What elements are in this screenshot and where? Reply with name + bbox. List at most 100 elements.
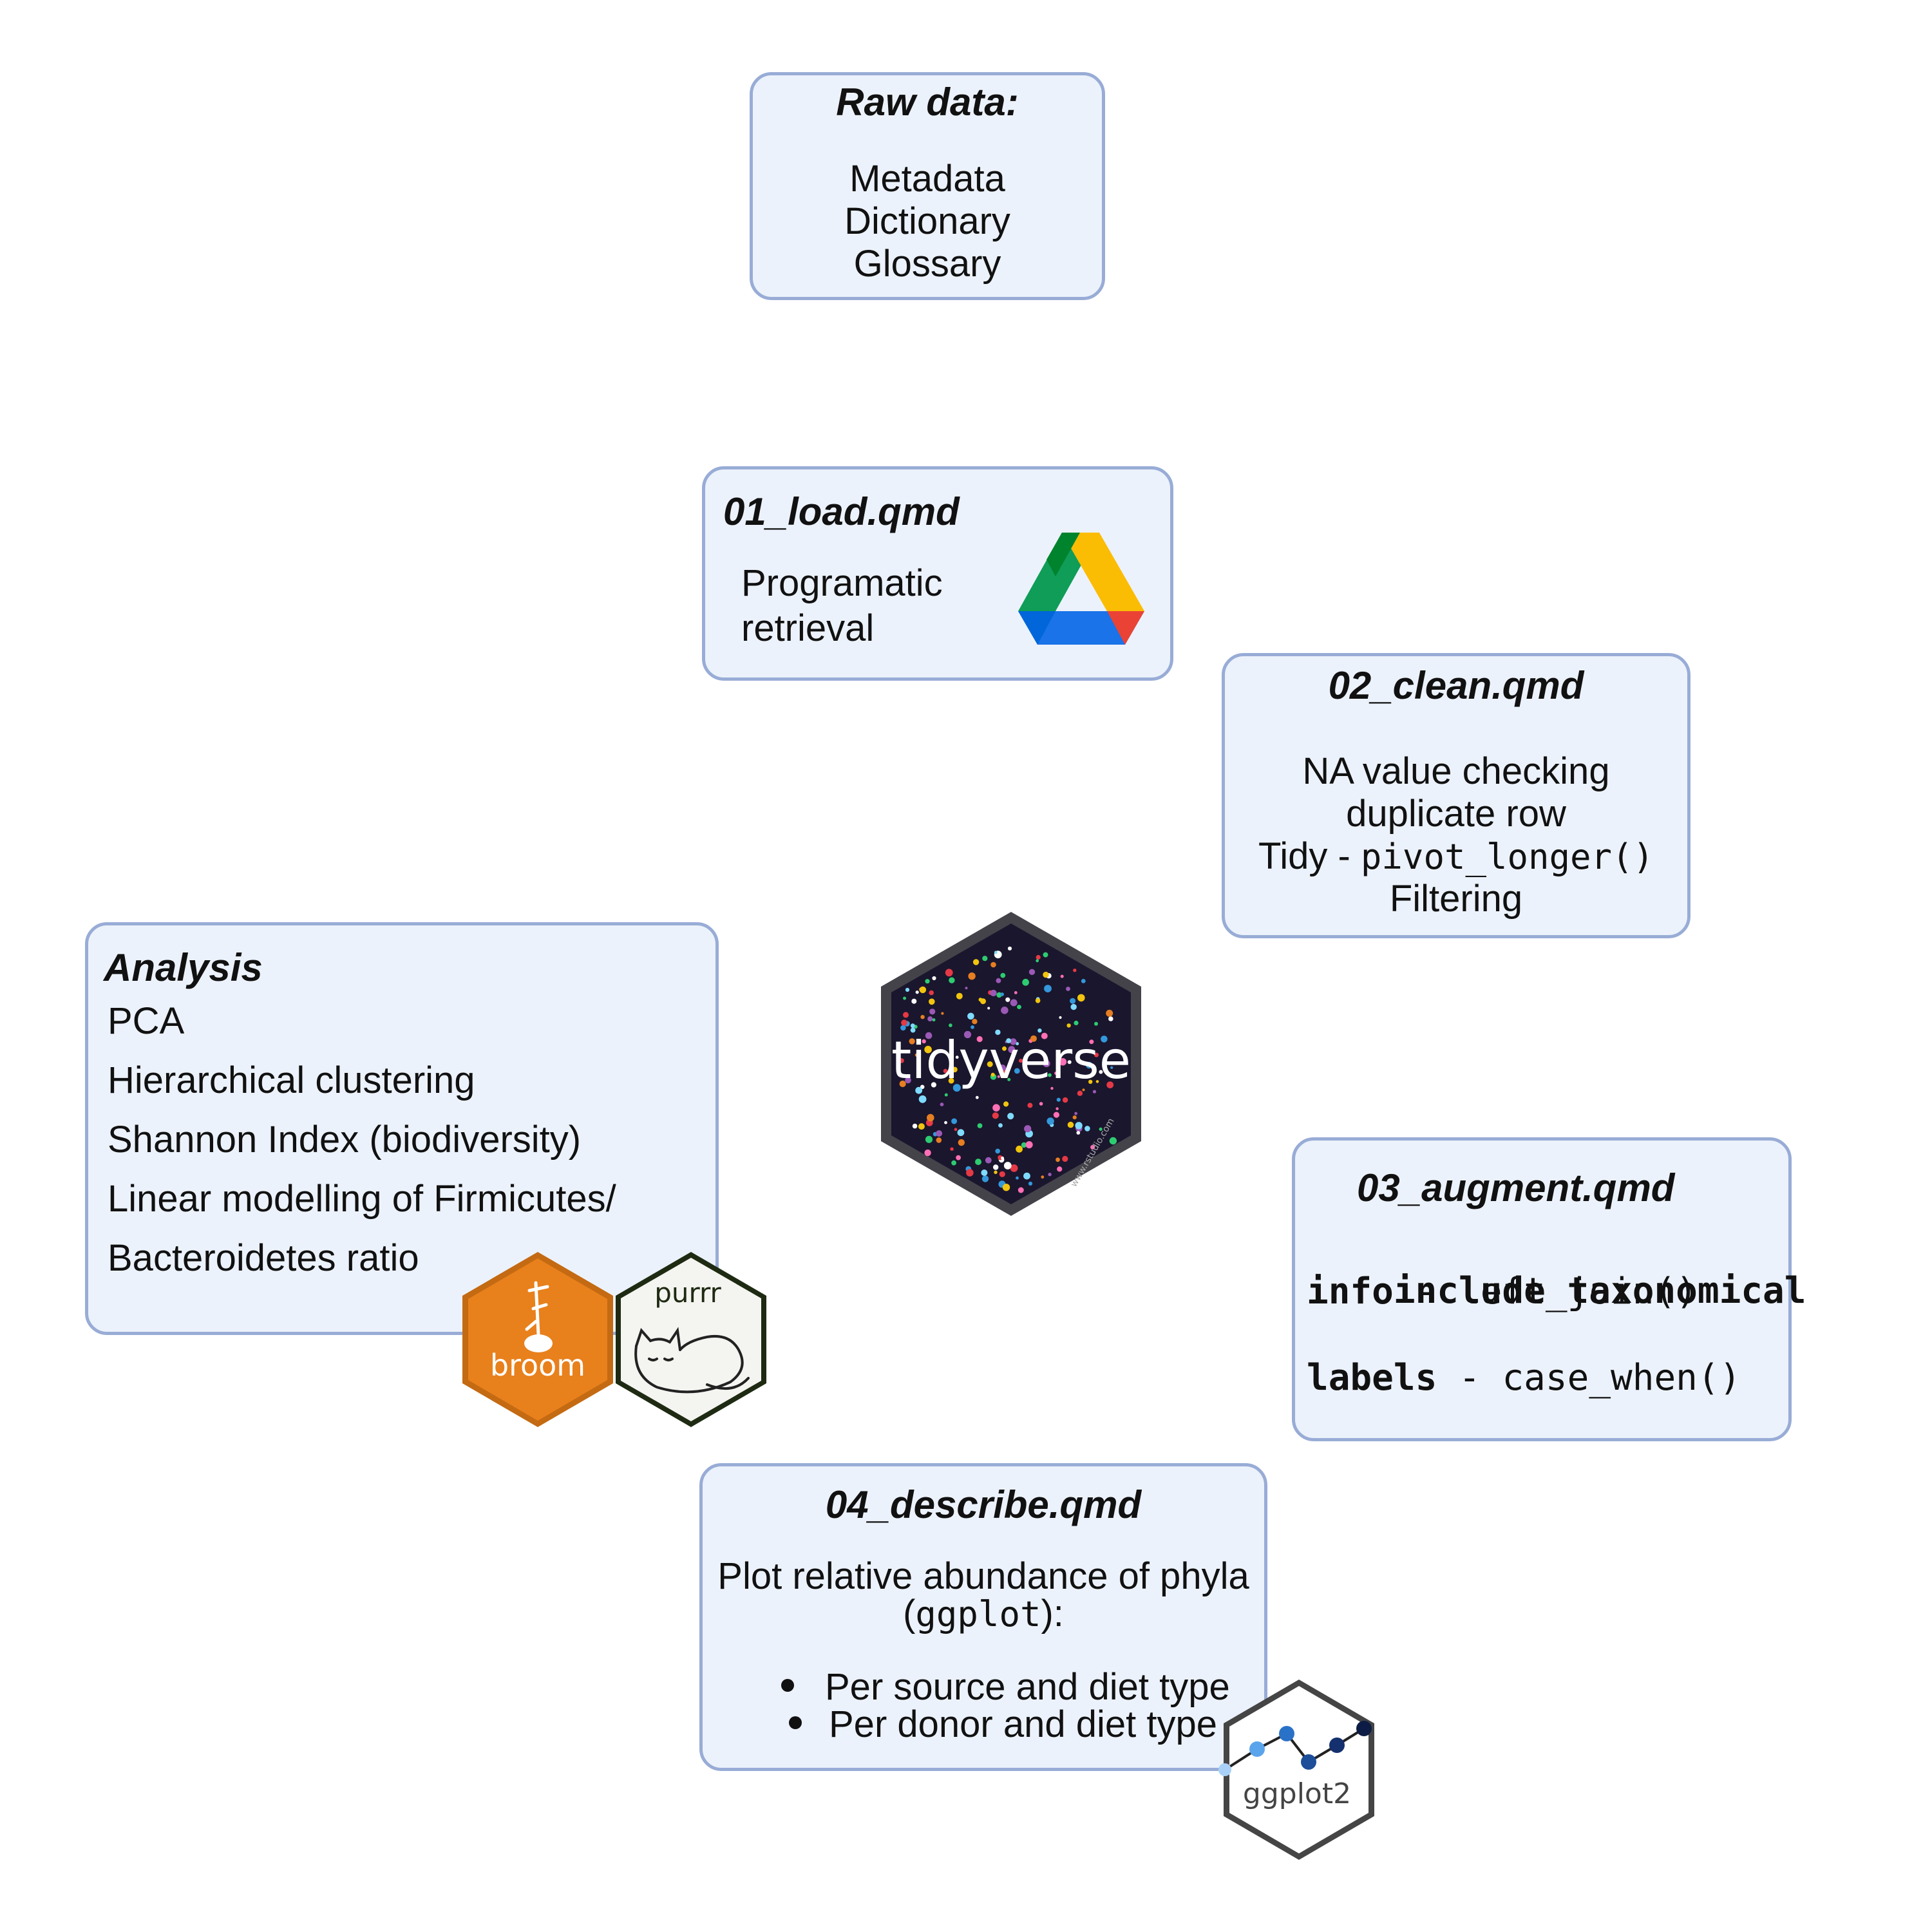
augment-info-label: info bbox=[1307, 1271, 1394, 1312]
tidyverse-confetti-dot bbox=[985, 1157, 992, 1164]
analysis-item-ratio: Bacteroidetes ratio bbox=[108, 1237, 419, 1279]
load-title: 01_load.qmd bbox=[723, 490, 960, 533]
tidyverse-confetti-dot bbox=[975, 1159, 981, 1166]
tidyverse-confetti-dot bbox=[1074, 1020, 1079, 1026]
tidyverse-confetti-dot bbox=[1001, 1070, 1008, 1076]
tidyverse-confetti-dot bbox=[1059, 1058, 1067, 1066]
ggplot2-wordmark: ggplot2 bbox=[1243, 1777, 1351, 1810]
augment-labels-sep: - bbox=[1437, 1357, 1502, 1399]
tidyverse-confetti-dot bbox=[1062, 1155, 1068, 1162]
tidyverse-confetti-dot bbox=[1021, 1142, 1027, 1148]
tidyverse-confetti-dot bbox=[1110, 1066, 1113, 1069]
describe-line-plot: Plot relative abundance of phyla bbox=[717, 1555, 1249, 1597]
tidyverse-wordmark: tidyverse bbox=[891, 1030, 1131, 1090]
tidyverse-confetti-dot bbox=[945, 969, 953, 977]
tidyverse-confetti-dot bbox=[1075, 1122, 1083, 1130]
broom-wordmark: broom bbox=[490, 1348, 585, 1383]
tidyverse-hex-icon: tidyverse www.rstudio.com bbox=[881, 912, 1141, 1216]
describe-paren-open: ( bbox=[903, 1593, 916, 1634]
tidyverse-confetti-dot bbox=[1027, 1103, 1033, 1108]
augment-row-left-join: info - left_join() bbox=[1307, 1271, 1698, 1312]
tidyverse-confetti-dot bbox=[900, 1025, 906, 1031]
tidyverse-confetti-dot bbox=[932, 1018, 936, 1022]
tidyverse-confetti-dot bbox=[1056, 1107, 1059, 1110]
tidyverse-confetti-dot bbox=[1054, 1072, 1057, 1075]
tidyverse-confetti-dot bbox=[998, 1123, 1003, 1128]
tidyverse-confetti-dot bbox=[1030, 1035, 1037, 1042]
tidyverse-confetti-dot bbox=[990, 1072, 995, 1077]
tidyverse-confetti-dot bbox=[1089, 1039, 1094, 1045]
tidyverse-confetti-dot bbox=[1002, 1046, 1007, 1051]
tidyverse-confetti-dot bbox=[919, 986, 927, 994]
tidyverse-confetti-dot bbox=[1007, 1113, 1014, 1120]
tidyverse-confetti-dot bbox=[918, 1123, 925, 1130]
tidyverse-confetti-dot bbox=[1007, 1077, 1011, 1081]
tidyverse-confetti-dot bbox=[1099, 1070, 1103, 1074]
tidyverse-confetti-dot bbox=[1060, 974, 1064, 978]
tidyverse-confetti-dot bbox=[915, 1086, 923, 1094]
purrr-wordmark: purrr bbox=[654, 1277, 721, 1309]
tidyverse-confetti-dot bbox=[1048, 1173, 1052, 1177]
tidyverse-confetti-dot bbox=[1023, 1172, 1030, 1180]
tidyverse-confetti-dot bbox=[1037, 1028, 1042, 1033]
tidyverse-confetti-dot bbox=[1074, 1112, 1077, 1115]
tidyverse-confetti-dot bbox=[1041, 1032, 1048, 1039]
tidyverse-confetti-dot bbox=[976, 1036, 983, 1043]
tidyverse-confetti-dot bbox=[1070, 1003, 1077, 1010]
tidyverse-confetti-dot bbox=[997, 1075, 1000, 1078]
purrr-hex-icon: purrr bbox=[616, 1252, 766, 1427]
clean-tidy-code: pivot_longer() bbox=[1360, 837, 1654, 877]
tidyverse-confetti-dot bbox=[956, 1155, 961, 1160]
tidyverse-confetti-dot bbox=[1106, 1009, 1113, 1017]
tidyverse-confetti-dot bbox=[966, 1169, 974, 1177]
tidyverse-confetti-dot bbox=[925, 1032, 933, 1039]
analysis-item-shannon: Shannon Index (biodiversity) bbox=[108, 1119, 582, 1160]
tidyverse-confetti-dot bbox=[910, 1023, 915, 1028]
analysis-item-pca: PCA bbox=[108, 1000, 185, 1042]
tidyverse-confetti-dot bbox=[951, 1160, 956, 1166]
analysis-title: Analysis bbox=[104, 946, 263, 989]
tidyverse-confetti-dot bbox=[1108, 1016, 1113, 1021]
tidyverse-confetti-dot bbox=[1006, 1038, 1012, 1043]
clean-line-tidy: Tidy - pivot_longer() bbox=[1225, 835, 1687, 878]
tidyverse-confetti-dot bbox=[981, 1175, 989, 1182]
describe-paren-close: ): bbox=[1041, 1593, 1064, 1634]
tidyverse-confetti-dot bbox=[1076, 1131, 1081, 1135]
tidyverse-confetti-dot bbox=[992, 1104, 1000, 1112]
tidyverse-confetti-dot bbox=[944, 1093, 948, 1097]
tidyverse-confetti-dot bbox=[1036, 959, 1039, 963]
tidyverse-confetti-dot bbox=[924, 1045, 932, 1054]
tidyverse-confetti-dot bbox=[1000, 972, 1006, 978]
tidyverse-confetti-dot bbox=[1048, 1073, 1052, 1077]
tidyverse-confetti-dot bbox=[940, 1103, 944, 1106]
tidyverse-confetti-dot bbox=[990, 961, 996, 968]
tidyverse-confetti-dot bbox=[1016, 1176, 1019, 1180]
tidyverse-confetti-dot bbox=[1022, 978, 1029, 986]
tidyverse-confetti-dot bbox=[927, 1016, 933, 1022]
tidyverse-confetti-dot bbox=[1000, 992, 1004, 996]
tidyverse-confetti-dot bbox=[1010, 1164, 1018, 1172]
tidyverse-confetti-dot bbox=[987, 1061, 993, 1067]
tidyverse-confetti-dot bbox=[990, 989, 997, 997]
tidyverse-confetti-dot bbox=[1057, 1166, 1063, 1172]
tidyverse-confetti-dot bbox=[975, 1095, 979, 1099]
tidyverse-confetti-dot bbox=[1041, 1175, 1045, 1179]
analysis-item-linear-modelling: Linear modelling of Firmicutes/ bbox=[108, 1178, 616, 1220]
tidyverse-confetti-dot bbox=[903, 996, 907, 1000]
clean-line-duplicate: duplicate row bbox=[1346, 793, 1566, 835]
tidyverse-confetti-dot bbox=[1066, 987, 1070, 991]
tidyverse-confetti-dot bbox=[1019, 1059, 1023, 1063]
tidyverse-confetti-dot bbox=[905, 1077, 911, 1084]
describe-bullet-donor: Per donor and diet type bbox=[829, 1703, 1217, 1745]
tidyverse-confetti-dot bbox=[1035, 998, 1041, 1003]
describe-line-ggplot: (ggplot): bbox=[703, 1593, 1264, 1635]
tidyverse-confetti-dot bbox=[995, 1029, 1001, 1036]
describe-ggplot-code: ggplot bbox=[915, 1594, 1041, 1634]
tidyverse-confetti-dot bbox=[1062, 1097, 1068, 1103]
tidyverse-confetti-dot bbox=[1018, 1187, 1024, 1193]
tidyverse-confetti-dot bbox=[993, 1164, 999, 1170]
raw-data-line-dictionary: Dictionary bbox=[844, 200, 1010, 242]
tidyverse-confetti-dot bbox=[1043, 952, 1048, 958]
tidyverse-confetti-dot bbox=[1059, 1016, 1062, 1019]
tidyverse-confetti-dot bbox=[925, 1135, 933, 1143]
